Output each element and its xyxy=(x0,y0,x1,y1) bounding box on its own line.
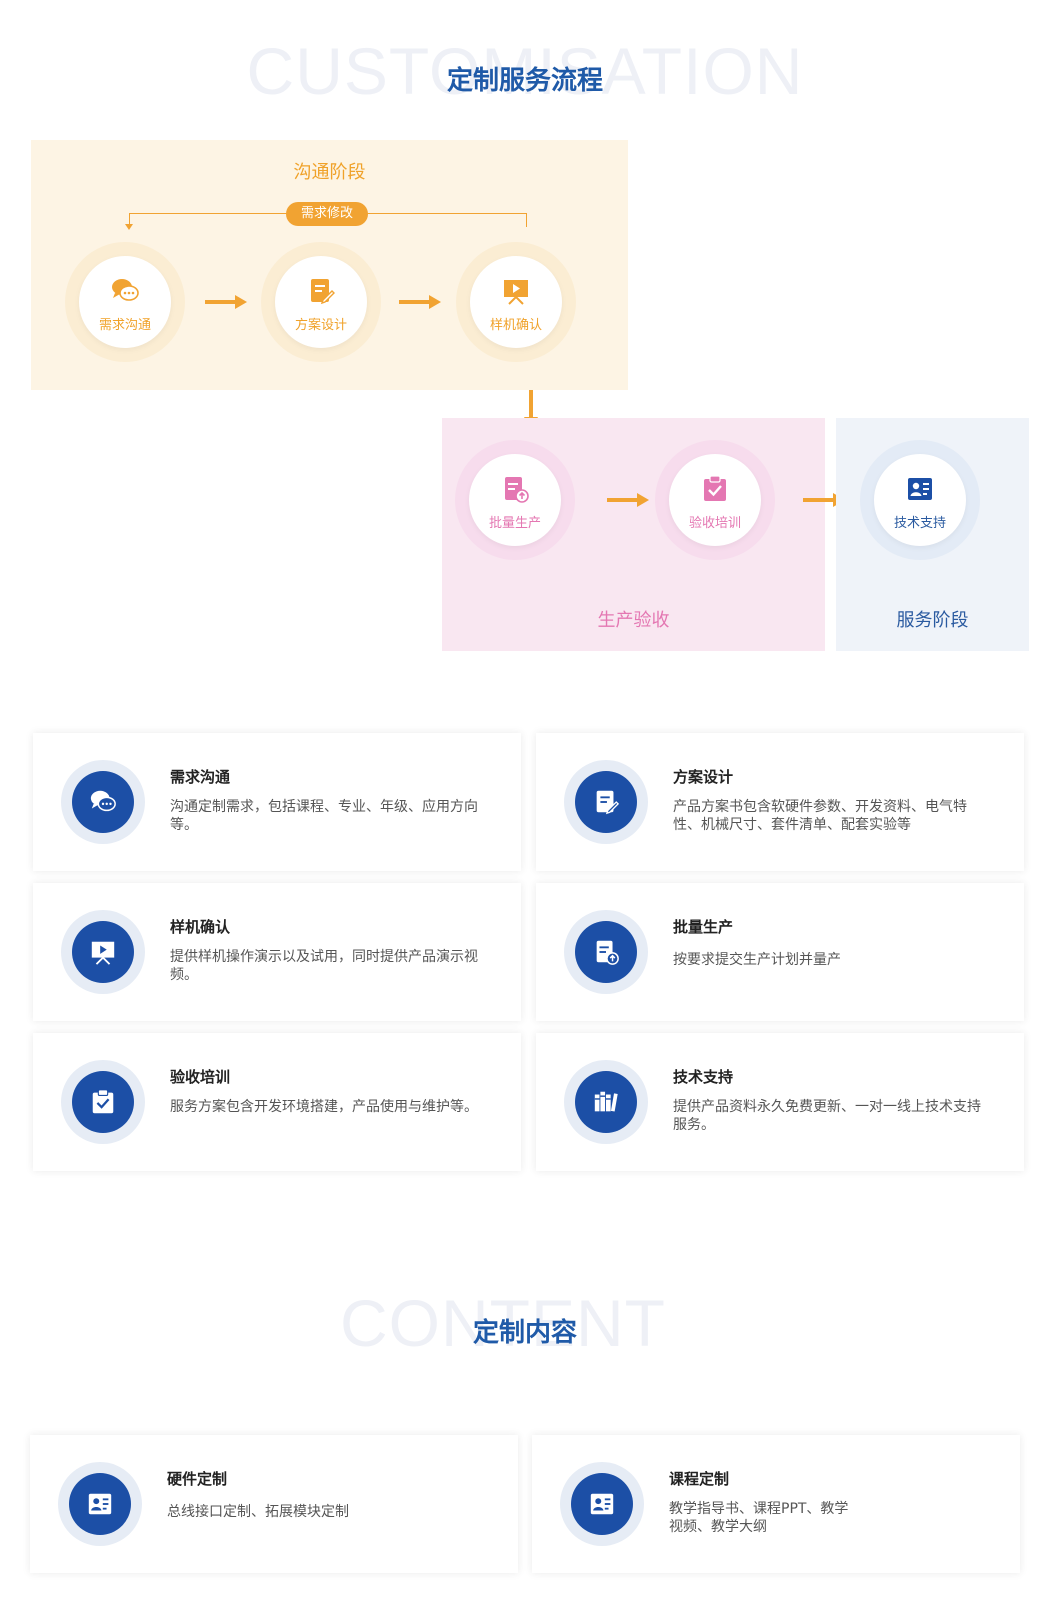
arrow-right-icon xyxy=(607,493,649,507)
document-edit-icon xyxy=(596,790,620,815)
comm-stage-title: 沟通阶段 xyxy=(293,162,366,183)
id-card-icon xyxy=(88,1493,112,1515)
document-upload-icon xyxy=(596,940,619,965)
presentation-screen-icon xyxy=(504,280,528,305)
comm-stage-panel: 沟通阶段 需求修改 需求沟通 方案设计 xyxy=(31,140,628,390)
card-tech-support: 技术支持 提供产品资料永久免费更新、一对一线上技术支持服务。 xyxy=(536,1033,1024,1171)
process-section-header: CUSTOMISATION 定制服务流程 xyxy=(0,38,1050,108)
arrow-right-icon xyxy=(205,295,247,309)
chat-bubbles-icon xyxy=(112,279,139,301)
card-acceptance: 验收培训 服务方案包含开发环境搭建，产品使用与维护等。 xyxy=(33,1033,521,1171)
card-description: 总线接口定制、拓展模块定制 xyxy=(167,1504,349,1520)
card-hardware-custom: 硬件定制 总线接口定制、拓展模块定制 xyxy=(30,1435,518,1573)
arrow-right-icon xyxy=(399,295,441,309)
card-title: 验收培训 xyxy=(170,1068,231,1086)
service-stage-panel: 技术支持 服务阶段 xyxy=(836,418,1029,651)
content-bg-word: CONTENT xyxy=(340,1286,666,1360)
card-title: 方案设计 xyxy=(673,768,734,786)
document-upload-icon xyxy=(505,477,529,503)
process-bg-word: CUSTOMISATION xyxy=(246,34,804,108)
card-design: 方案设计 产品方案书包含软硬件参数、开发资料、电气特性、机械尺寸、套件清单、配套… xyxy=(536,733,1024,871)
card-description: 按要求提交生产计划并量产 xyxy=(673,952,841,968)
id-card-icon xyxy=(590,1493,614,1515)
card-description: 沟通定制需求，包括课程、专业、年级、应用方向等。 xyxy=(170,799,478,833)
prod-stage-title: 生产验收 xyxy=(597,610,670,631)
card-title: 样机确认 xyxy=(170,918,231,936)
id-card-icon xyxy=(908,478,932,500)
card-description: 服务方案包含开发环境搭建，产品使用与维护等。 xyxy=(170,1099,478,1115)
node-design: 方案设计 xyxy=(261,242,381,362)
card-title: 课程定制 xyxy=(669,1470,730,1488)
clipboard-check-icon xyxy=(704,475,726,501)
node-label: 样机确认 xyxy=(489,318,542,333)
node-requirement: 需求沟通 xyxy=(65,242,185,362)
node-label: 需求沟通 xyxy=(98,318,151,333)
presentation-screen-icon xyxy=(91,941,115,965)
clipboard-check-icon xyxy=(92,1089,114,1114)
feedback-label: 需求修改 xyxy=(286,202,368,226)
content-section-header: CONTENT 定制内容 xyxy=(0,1290,1050,1360)
card-description: 产品方案书包含软硬件参数、开发资料、电气特性、机械尺寸、套件清单、配套实验等 xyxy=(673,799,967,833)
card-title: 技术支持 xyxy=(673,1068,734,1086)
card-title: 硬件定制 xyxy=(167,1470,228,1488)
card-prototype: 样机确认 提供样机操作演示以及试用，同时提供产品演示视频。 xyxy=(33,883,521,1021)
node-mass-production: 批量生产 xyxy=(455,440,575,560)
feedback-arrow-icon xyxy=(125,224,133,230)
node-label: 技术支持 xyxy=(893,516,946,531)
card-requirement: 需求沟通 沟通定制需求，包括课程、专业、年级、应用方向等。 xyxy=(33,733,521,871)
chat-bubbles-icon xyxy=(90,790,116,812)
books-icon xyxy=(594,1091,618,1112)
node-acceptance: 验收培训 xyxy=(655,440,775,560)
node-label: 验收培训 xyxy=(688,516,741,531)
card-course-custom: 课程定制 教学指导书、课程PPT、教学视频、教学大纲 xyxy=(532,1435,1020,1573)
node-prototype: 样机确认 xyxy=(456,242,576,362)
card-description: 提供样机操作演示以及试用，同时提供产品演示视频。 xyxy=(170,949,478,983)
node-label: 方案设计 xyxy=(294,318,347,333)
card-title: 需求沟通 xyxy=(170,768,231,786)
content-title: 定制内容 xyxy=(472,1318,577,1348)
card-title: 批量生产 xyxy=(673,918,734,936)
service-stage-title: 服务阶段 xyxy=(896,610,969,631)
process-title: 定制服务流程 xyxy=(446,66,603,96)
card-mass-production: 批量生产 按要求提交生产计划并量产 xyxy=(536,883,1024,1021)
node-label: 批量生产 xyxy=(488,516,541,531)
card-description: 教学指导书、课程PPT、教学视频、教学大纲 xyxy=(669,1501,849,1535)
node-tech-support: 技术支持 xyxy=(860,440,980,560)
prod-stage-panel: 批量生产 验收培训 生产验收 xyxy=(442,418,825,651)
document-edit-icon xyxy=(311,279,335,305)
card-description: 提供产品资料永久免费更新、一对一线上技术支持服务。 xyxy=(673,1099,981,1133)
